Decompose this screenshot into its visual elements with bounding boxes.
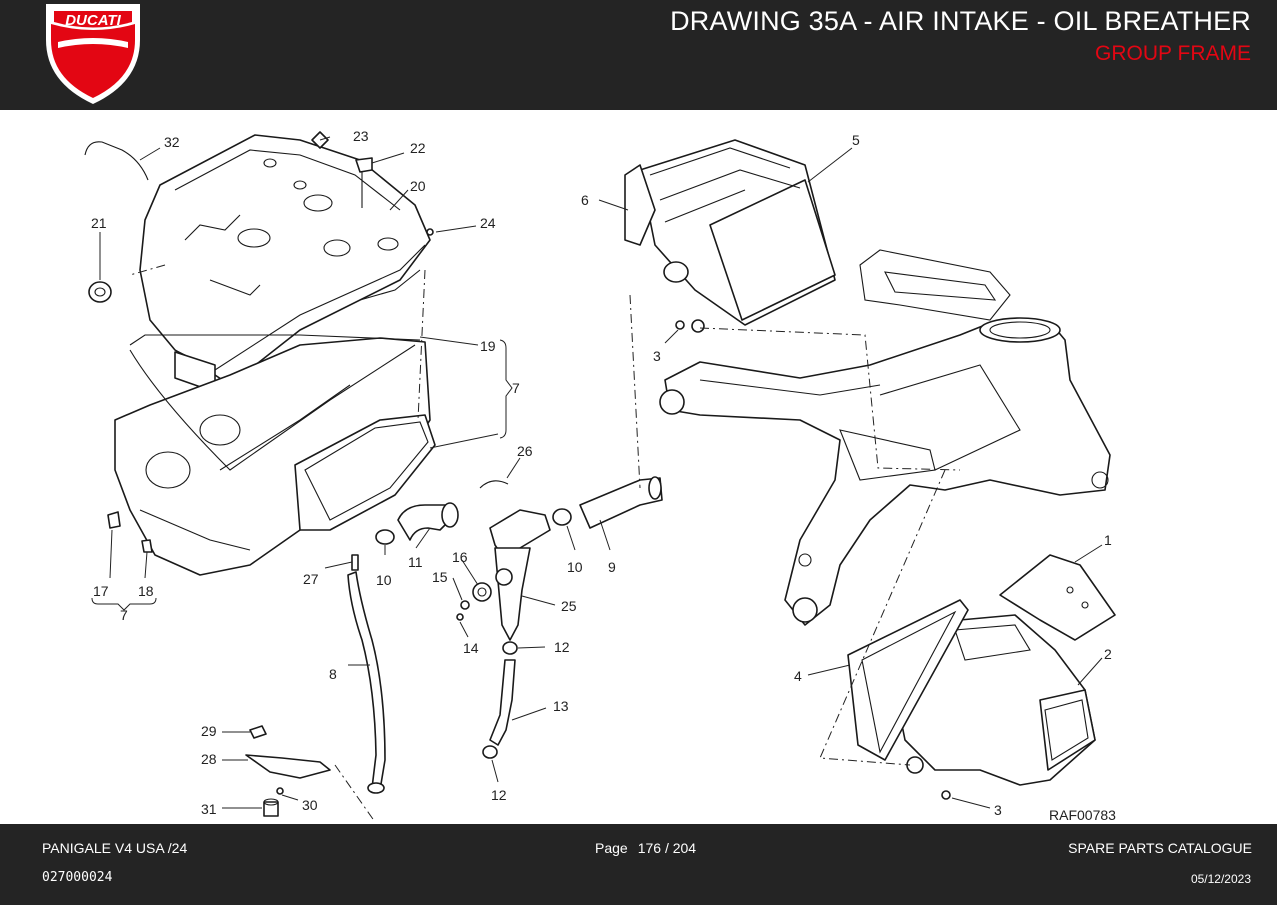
page-indicator: Page 176 / 204: [595, 840, 696, 856]
callout-25: 25: [561, 598, 577, 614]
callout-16: 16: [452, 549, 468, 565]
callout-23: 23: [353, 128, 369, 144]
drawing-title: DRAWING 35A - AIR INTAKE - OIL BREATHER: [670, 6, 1251, 36]
exploded-parts-drawing: 1 2 3 3 4 5 6 7 7 8 9 10 10 11 12 12 13 …: [84, 128, 1116, 823]
callout-21: 21: [91, 215, 107, 231]
catalogue-date: 05/12/2023: [1190, 872, 1251, 886]
intake-duct-5: [624, 139, 836, 333]
callout-11: 11: [408, 554, 423, 570]
seal-6: [624, 164, 656, 246]
callout-6: 6: [581, 192, 589, 208]
callout-20: 20: [410, 178, 426, 194]
rubber-31: [263, 801, 279, 817]
grommet-21: [88, 281, 112, 303]
callout-22: 22: [410, 140, 426, 156]
leader-lines: [91, 136, 1103, 809]
callout-3a: 3: [653, 348, 661, 364]
clamp-12a: [502, 641, 518, 655]
logo-wordmark: DUCATI: [65, 12, 121, 29]
washer-16: [472, 582, 492, 602]
callout-30: 30: [302, 797, 318, 813]
hose-13: [489, 659, 516, 746]
filter-4: [847, 599, 969, 761]
callout-1: 1: [1104, 532, 1112, 548]
screw-30: [276, 787, 284, 795]
callout-12a: 12: [554, 639, 570, 655]
group-subtitle: GROUP FRAME: [1095, 42, 1251, 65]
breather-hose-32: [84, 141, 149, 181]
airbox-lower-2: [847, 554, 1116, 800]
callout-labels: 1 2 3 3 4 5 6 7 7 8 9 10 10 11 12 12 13 …: [91, 128, 1116, 823]
page-number: 176 / 204: [637, 840, 697, 856]
callout-18: 18: [138, 583, 154, 599]
callout-19: 19: [480, 338, 496, 354]
plate-29: [249, 725, 267, 739]
callout-32: 32: [164, 134, 180, 150]
callout-7b: 7: [120, 607, 128, 623]
callout-13: 13: [553, 698, 569, 714]
airbox-body: [114, 334, 436, 576]
clip-18: [141, 539, 153, 553]
nut-15: [460, 600, 470, 610]
callout-31: 31: [201, 801, 217, 817]
catalogue-name: SPARE PARTS CATALOGUE: [1068, 840, 1252, 856]
callout-9: 9: [608, 559, 616, 575]
clamp-27: [351, 554, 359, 571]
separator-25: [494, 547, 531, 641]
clamp-26: [479, 480, 509, 489]
callout-10a: 10: [376, 572, 392, 588]
callout-3b: 3: [994, 802, 1002, 818]
callout-5: 5: [852, 132, 860, 148]
page-label: Page: [595, 840, 628, 856]
clamp-10a: [375, 529, 395, 545]
screw-3a: [675, 320, 685, 330]
document-code: 027000024: [42, 870, 113, 885]
screw-24: [426, 228, 434, 236]
callout-7a: 7: [512, 380, 520, 396]
hose-8: [347, 571, 386, 791]
callout-10b: 10: [567, 559, 583, 575]
callout-15: 15: [432, 569, 448, 585]
callout-26: 26: [517, 443, 533, 459]
callout-24: 24: [480, 215, 496, 231]
hoses-centre: [347, 476, 663, 794]
drawing-reference-code: RAF00783: [1049, 807, 1116, 823]
frame: [659, 249, 1111, 626]
clip-17: [107, 511, 121, 529]
screw-14: [456, 613, 464, 621]
bracket-28: [245, 754, 331, 779]
airbox-cover: [139, 134, 431, 393]
clip-22: [355, 157, 373, 173]
clamp-12b: [482, 745, 498, 759]
callout-2: 2: [1104, 646, 1112, 662]
callout-17: 17: [93, 583, 109, 599]
callout-29: 29: [201, 723, 217, 739]
callout-8: 8: [329, 666, 337, 682]
assembly-lines: [129, 264, 961, 823]
model-name: PANIGALE V4 USA /24: [42, 840, 188, 856]
bracket-1: [999, 554, 1116, 641]
callout-12b: 12: [491, 787, 507, 803]
callout-14: 14: [463, 640, 479, 656]
clamp-10b: [552, 508, 572, 526]
small-parts-left: [84, 131, 434, 817]
callout-28: 28: [201, 751, 217, 767]
ducati-logo: DUCATI: [46, 4, 140, 104]
page-header: DUCATI DRAWING 35A - AIR INTAKE - OIL BR…: [0, 0, 1277, 110]
callout-4: 4: [794, 668, 802, 684]
callout-27: 27: [303, 571, 319, 587]
page-footer: PANIGALE V4 USA /24 027000024 Page 176 / …: [0, 824, 1277, 905]
screw-3b: [941, 790, 951, 800]
